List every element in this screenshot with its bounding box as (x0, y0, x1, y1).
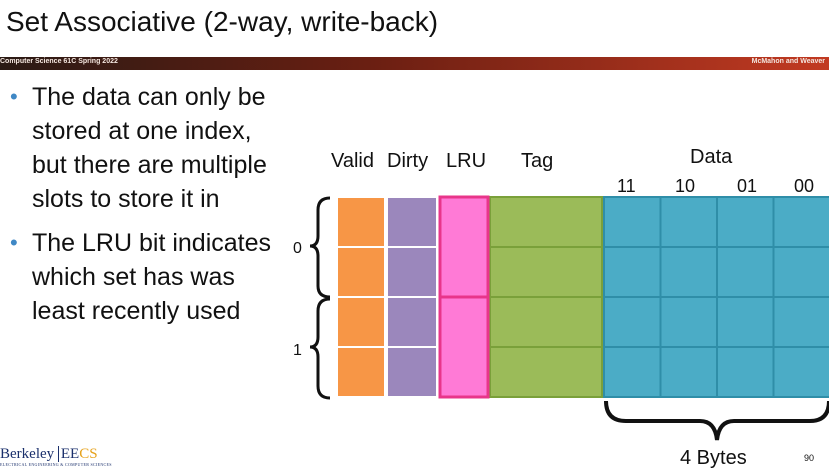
tag-cell (489, 196, 603, 248)
bullet-item: • The data can only be stored at one inde… (6, 80, 274, 216)
logo-cs: CS (79, 446, 98, 462)
lru-bit-cell (438, 195, 490, 299)
data-byte-cell (659, 246, 718, 298)
data-byte-cell (659, 346, 718, 398)
page-number: 90 (804, 453, 815, 463)
tag-column-label: Tag (521, 150, 554, 172)
data-byte-cell (772, 196, 829, 248)
byte-offset-label: 10 (675, 176, 696, 196)
set-1-brace-icon (309, 297, 331, 400)
tag-cell (489, 246, 603, 298)
authors: McMahon and Weaver (751, 58, 825, 65)
bullet-text: The LRU bit indicates which set has was … (32, 229, 272, 325)
tag-cell (489, 296, 603, 348)
logo-ee: EE (60, 446, 80, 462)
valid-bit-cell (336, 346, 386, 398)
data-byte-cell (716, 196, 775, 248)
data-byte-cell (659, 296, 718, 348)
course-banner: Computer Science 61C Spring 2022 McMahon… (0, 57, 829, 70)
valid-bit-cell (336, 196, 386, 248)
dirty-column-label: Dirty (387, 150, 429, 172)
bullet-text: The data can only be stored at one index… (32, 83, 267, 213)
data-byte-cell (772, 296, 829, 348)
valid-bit-cell (336, 246, 386, 298)
valid-column-label: Valid (331, 150, 374, 172)
data-byte-cell (772, 246, 829, 298)
slide-title: Set Associative (2-way, write-back) (6, 6, 439, 37)
byte-offset-label: 01 (737, 176, 758, 196)
dirty-bit-cell (386, 346, 438, 398)
data-byte-cell (772, 346, 829, 398)
set-1-label: 1 (293, 342, 302, 359)
data-byte-cell (716, 346, 775, 398)
data-column-label: Data (690, 146, 733, 168)
byte-offset-label: 00 (794, 176, 815, 196)
dirty-bit-cell (386, 196, 438, 248)
data-byte-cell (603, 346, 662, 398)
lru-bit-cell (438, 295, 490, 399)
dirty-bit-cell (386, 296, 438, 348)
logo-text: Berkeley (0, 446, 55, 462)
data-byte-cell (716, 246, 775, 298)
bytes-brace-icon (604, 400, 829, 441)
bullet-item: • The LRU bit indicates which set has was… (6, 226, 274, 328)
berkeley-eecs-logo: Berkeley EECS ELECTRICAL ENGINEERING & C… (0, 446, 111, 467)
set-0-label: 0 (293, 240, 302, 257)
data-byte-cell (603, 246, 662, 298)
tag-cell (489, 346, 603, 398)
set-0-brace-icon (309, 196, 331, 299)
course-name: Computer Science 61C Spring 2022 (0, 58, 118, 65)
dirty-bit-cell (386, 246, 438, 298)
bullet-list: • The data can only be stored at one inde… (6, 80, 274, 328)
data-byte-cell (603, 296, 662, 348)
data-byte-cell (716, 296, 775, 348)
byte-offset-label: 11 (617, 176, 636, 196)
lru-column-label: LRU (446, 150, 487, 172)
data-byte-cell (603, 196, 662, 248)
data-byte-cell (659, 196, 718, 248)
bullet-dot-icon: • (10, 84, 18, 109)
logo-subtext: ELECTRICAL ENGINEERING & COMPUTER SCIENC… (0, 462, 112, 467)
bytes-label: 4 Bytes (680, 447, 747, 469)
valid-bit-cell (336, 296, 386, 348)
bullet-dot-icon: • (10, 230, 18, 255)
